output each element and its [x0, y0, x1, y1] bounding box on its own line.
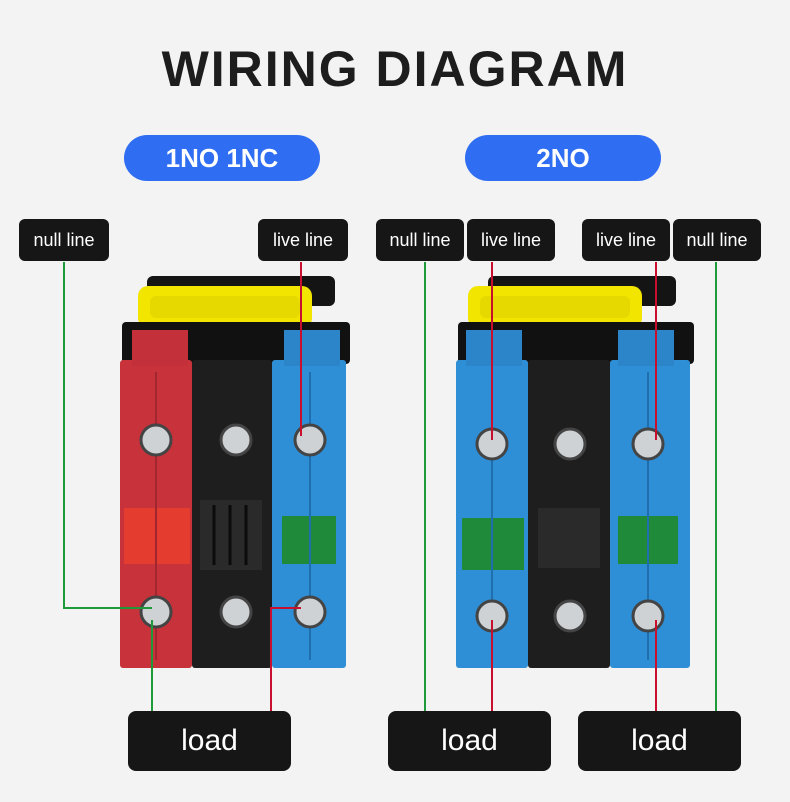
module-nc-red: [120, 330, 192, 668]
screw-terminal: [139, 595, 173, 629]
heading-2no: 2NO: [465, 135, 661, 181]
actuator-yellow: [468, 286, 642, 328]
load-box-right-1: load: [388, 711, 551, 771]
switch-assembly-2no: [456, 276, 694, 668]
load-box-left: load: [128, 711, 291, 771]
screw-terminal: [139, 423, 173, 457]
screw-terminal: [631, 427, 665, 461]
label-live-line: live line: [582, 219, 670, 261]
screw-terminal: [553, 427, 587, 461]
module-black: [192, 360, 272, 668]
actuator-yellow: [138, 286, 312, 328]
null-wire-left: [63, 262, 152, 609]
screw-terminal: [475, 427, 509, 461]
screw-terminal: [631, 599, 665, 633]
screw-terminal: [219, 423, 253, 457]
load-wire-left-b: [270, 607, 301, 711]
module-black: [528, 360, 610, 668]
label-null-line: null line: [376, 219, 464, 261]
screw-terminal: [553, 599, 587, 633]
switch-assembly-1no-1nc: [120, 276, 350, 668]
load-box-right-2: load: [578, 711, 741, 771]
heading-1no-1nc: 1NO 1NC: [124, 135, 320, 181]
screw-terminal: [475, 599, 509, 633]
screw-terminal: [293, 595, 327, 629]
page-title: WIRING DIAGRAM: [161, 41, 629, 97]
mounting-clip: [147, 276, 335, 306]
module-no-blue: [272, 330, 346, 668]
screw-terminal: [293, 423, 327, 457]
label-null-line: null line: [673, 219, 761, 261]
module-no-blue-left: [456, 330, 528, 668]
screw-terminal: [219, 595, 253, 629]
module-no-blue-right: [610, 330, 690, 668]
label-null-line: null line: [19, 219, 109, 261]
label-live-line: live line: [258, 219, 348, 261]
mounting-clip: [488, 276, 676, 306]
label-live-line: live line: [467, 219, 555, 261]
